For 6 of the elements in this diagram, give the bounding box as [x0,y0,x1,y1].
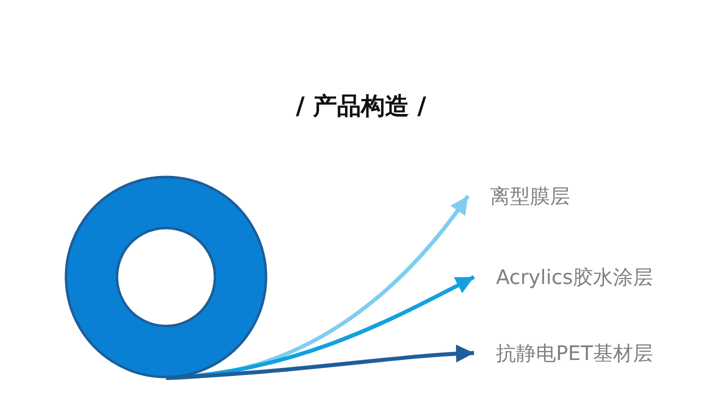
arrow [166,344,474,380]
tape-roll-drawing [65,176,267,378]
layer-label: 抗静电PET基材层 [474,339,653,367]
layer-label: Acrylics胶水涂层 [474,263,653,291]
title: / 产品构造 / [296,92,426,120]
layer-label: 离型膜层 [468,182,570,210]
